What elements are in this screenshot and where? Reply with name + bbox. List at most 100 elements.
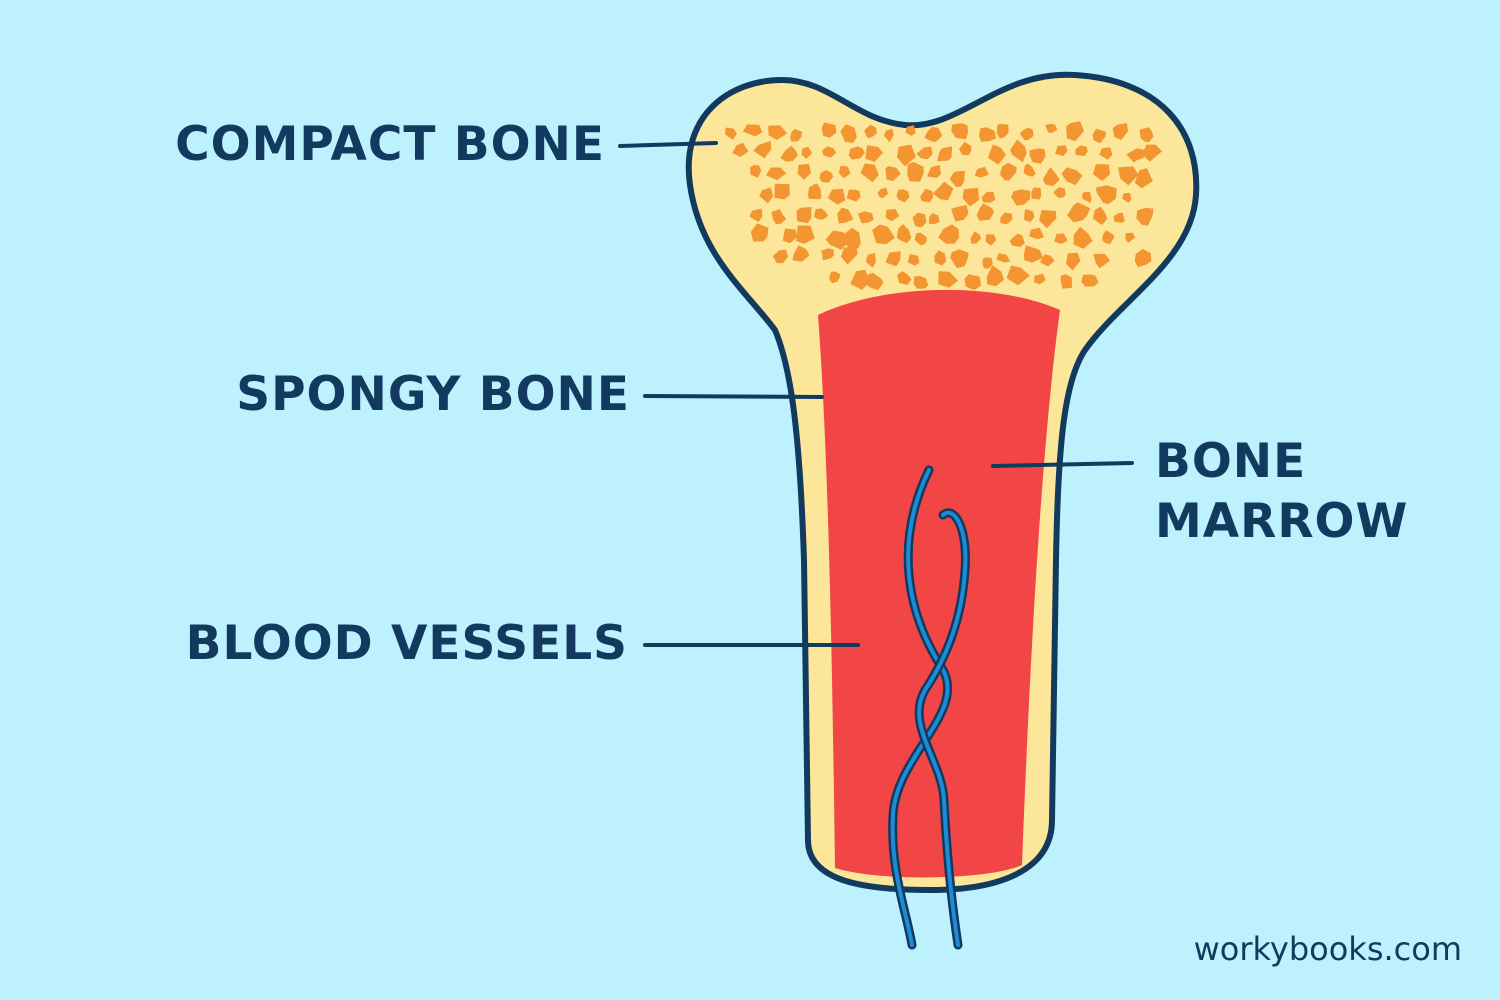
- spongy-pore: [1093, 253, 1111, 269]
- spongy-pore: [896, 224, 912, 244]
- spongy-pore: [907, 254, 920, 266]
- spongy-pore: [1134, 168, 1153, 189]
- spongy-pore: [1045, 123, 1058, 133]
- spongy-pore: [872, 224, 895, 245]
- leader-line-spongy-bone: [643, 394, 824, 399]
- spongy-pore: [1042, 167, 1060, 187]
- spongy-pore: [1024, 209, 1035, 223]
- spongy-pore: [951, 123, 968, 140]
- spongy-pore: [774, 183, 790, 200]
- spongy-pore: [959, 141, 972, 156]
- spongy-pore: [982, 257, 993, 269]
- spongy-pore: [1024, 245, 1044, 263]
- spongy-pore: [1039, 254, 1055, 267]
- spongy-pore: [1019, 127, 1034, 141]
- spongy-pore: [987, 144, 1006, 165]
- spongy-pore: [808, 183, 822, 200]
- spongy-pore: [1029, 148, 1046, 164]
- spongy-pore: [750, 223, 769, 242]
- spongy-pore: [801, 146, 812, 159]
- spongy-pore: [938, 224, 960, 244]
- spongy-pore: [822, 146, 837, 158]
- spongy-pore: [796, 225, 815, 244]
- spongy-pore: [837, 207, 854, 224]
- spongy-pore: [858, 211, 874, 224]
- spongy-pore: [1136, 207, 1154, 226]
- spongy-pore: [1023, 163, 1036, 177]
- spongy-pore: [1010, 139, 1027, 163]
- spongy-pore: [1029, 227, 1045, 240]
- spongy-pore: [927, 164, 941, 178]
- spongy-pore: [792, 245, 810, 262]
- spongy-pore: [979, 127, 996, 142]
- spongy-pore: [1009, 233, 1025, 247]
- spongy-pore: [1125, 232, 1136, 244]
- spongy-pore: [1075, 145, 1088, 156]
- spongy-pore: [1099, 147, 1113, 160]
- spongy-pore: [1073, 226, 1093, 249]
- spongy-pore: [749, 165, 762, 178]
- spongy-pore: [1093, 206, 1108, 225]
- spongy-pore: [1134, 249, 1152, 268]
- spongy-pore: [866, 272, 884, 291]
- spongy-pore: [742, 124, 763, 137]
- spongy-pore: [821, 122, 837, 138]
- spongy-pore: [951, 205, 969, 222]
- spongy-pore: [999, 162, 1017, 181]
- spongy-pore: [850, 269, 871, 290]
- label-bone-marrow: BONE MARROW: [1155, 432, 1408, 552]
- spongy-pore: [885, 209, 900, 222]
- spongy-pore: [928, 213, 940, 225]
- spongy-pore: [970, 231, 981, 244]
- blood-vessel-left-core: [890, 468, 950, 947]
- spongy-pore: [924, 127, 943, 143]
- spongy-pore: [838, 165, 851, 179]
- label-bone-marrow-line1: BONE: [1155, 434, 1307, 489]
- spongy-pore: [732, 142, 749, 157]
- spongy-pore: [916, 146, 933, 160]
- spongy-pore: [932, 181, 954, 201]
- label-bone-marrow-line2: MARROW: [1155, 494, 1409, 549]
- bone-marrow-cavity: [818, 289, 1060, 878]
- spongy-pore: [848, 146, 865, 160]
- spongy-pore: [1000, 212, 1013, 225]
- spongy-pore: [985, 234, 997, 246]
- spongy-pore: [771, 209, 787, 225]
- spongy-pore: [797, 163, 811, 180]
- spongy-pore: [950, 249, 969, 268]
- spongy-pore: [976, 203, 994, 221]
- spongy-pore: [1060, 274, 1073, 289]
- spongy-pore: [819, 169, 834, 183]
- spongy-pore: [840, 124, 857, 143]
- spongy-pore: [981, 191, 996, 203]
- spongy-pore: [986, 265, 1004, 287]
- spongy-pore: [913, 276, 929, 289]
- spongy-pore: [1053, 187, 1066, 198]
- spongy-pore: [865, 252, 876, 268]
- spongy-pore: [1118, 166, 1139, 186]
- spongy-pore: [1092, 128, 1106, 144]
- spongy-pore: [897, 144, 916, 167]
- spongy-pore: [841, 245, 858, 265]
- spongy-pore: [1061, 167, 1083, 186]
- spongy-pore: [790, 129, 802, 142]
- label-compact-bone: COMPACT BONE: [175, 117, 605, 172]
- spongy-pore: [1141, 144, 1162, 162]
- blood-vessel-right-core: [917, 511, 968, 947]
- spongy-pore: [759, 187, 774, 204]
- spongy-pore: [885, 251, 901, 267]
- spongy-pore: [1055, 145, 1068, 157]
- spongy-pore: [766, 167, 787, 181]
- spongy-pore: [865, 145, 883, 162]
- watermark: workybooks.com: [1193, 930, 1462, 968]
- spongy-pore: [1066, 252, 1081, 271]
- spongy-pore: [1126, 148, 1144, 163]
- spongy-pore: [1122, 192, 1132, 203]
- spongy-pore: [1113, 212, 1125, 223]
- label-spongy-bone: SPONGY BONE: [236, 367, 630, 422]
- spongy-pore: [796, 207, 812, 224]
- spongy-pore: [920, 188, 934, 203]
- spongy-pore: [782, 228, 798, 244]
- spongy-pore: [949, 170, 965, 188]
- spongy-pore: [1067, 202, 1091, 223]
